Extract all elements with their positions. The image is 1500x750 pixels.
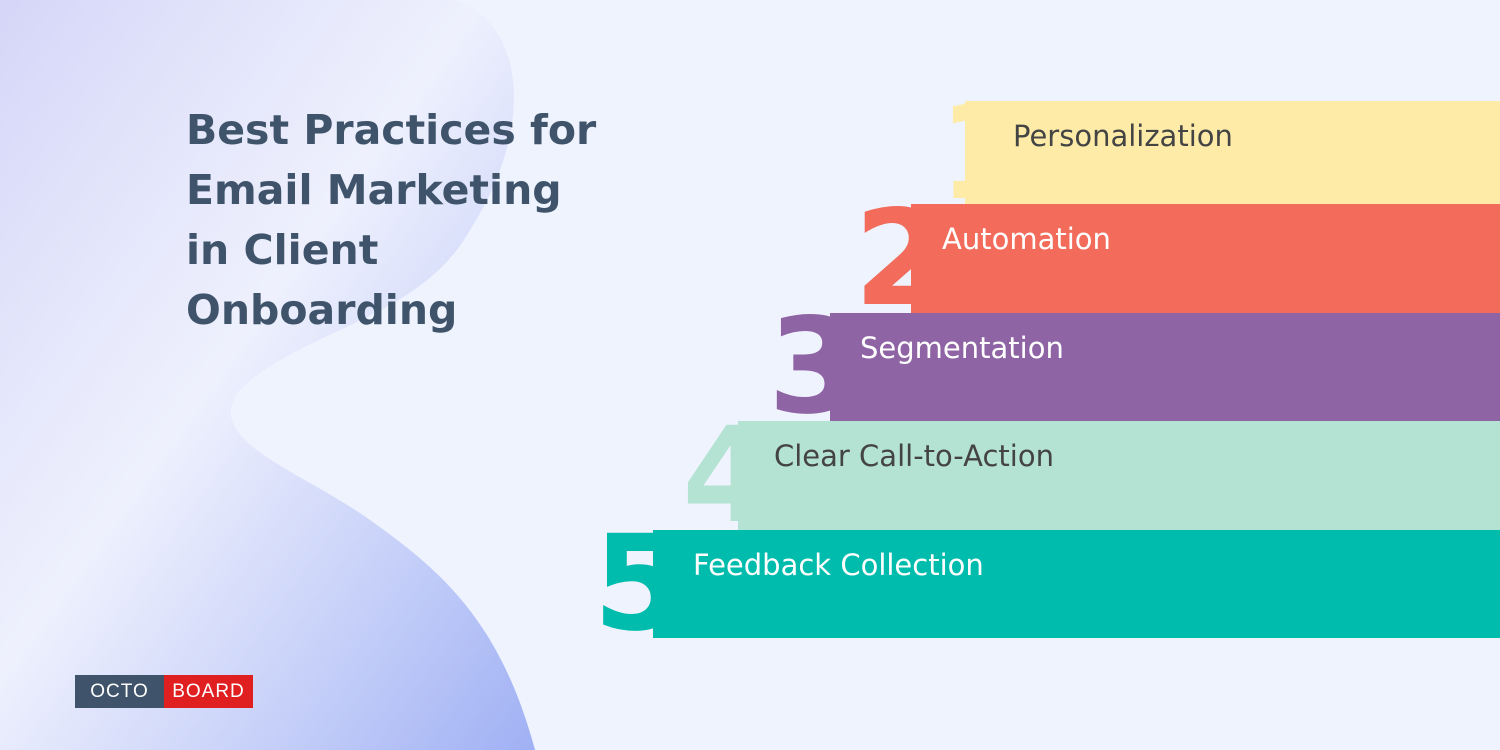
step-bar [738, 421, 1500, 530]
step-number: 1 [938, 75, 1030, 230]
step-automation: 2 Automation [854, 193, 1500, 325]
logo-octo: OCTO [75, 675, 164, 708]
step-bar [911, 204, 1500, 313]
octoboard-logo: OCTO BOARD [75, 675, 253, 708]
step-label: Personalization [1013, 119, 1233, 153]
page-title: Best Practices for Email Marketing in Cl… [186, 100, 626, 340]
step-clear-call-to-action: 4 Clear Call-to-Action [682, 410, 1500, 542]
step-feedback-collection: 5 Feedback Collection [593, 518, 1500, 650]
step-number: 4 [682, 398, 774, 553]
step-bar [830, 313, 1500, 421]
step-label: Automation [942, 222, 1111, 256]
title-line: Onboarding [186, 286, 458, 334]
step-personalization: 1 Personalization [938, 87, 1500, 219]
step-label: Segmentation [860, 331, 1064, 365]
step-bar [653, 530, 1500, 638]
step-label: Feedback Collection [693, 548, 984, 582]
step-bar [965, 101, 1500, 204]
step-segmentation: 3 Segmentation [768, 301, 1500, 433]
step-number: 5 [593, 507, 685, 661]
title-line: Email Marketing [186, 166, 562, 214]
step-number: 2 [854, 181, 946, 336]
step-number: 3 [768, 290, 860, 444]
logo-board: BOARD [164, 675, 253, 708]
title-line: Best Practices for [186, 106, 597, 154]
step-label: Clear Call-to-Action [774, 439, 1054, 473]
title-line: in Client [186, 226, 379, 274]
